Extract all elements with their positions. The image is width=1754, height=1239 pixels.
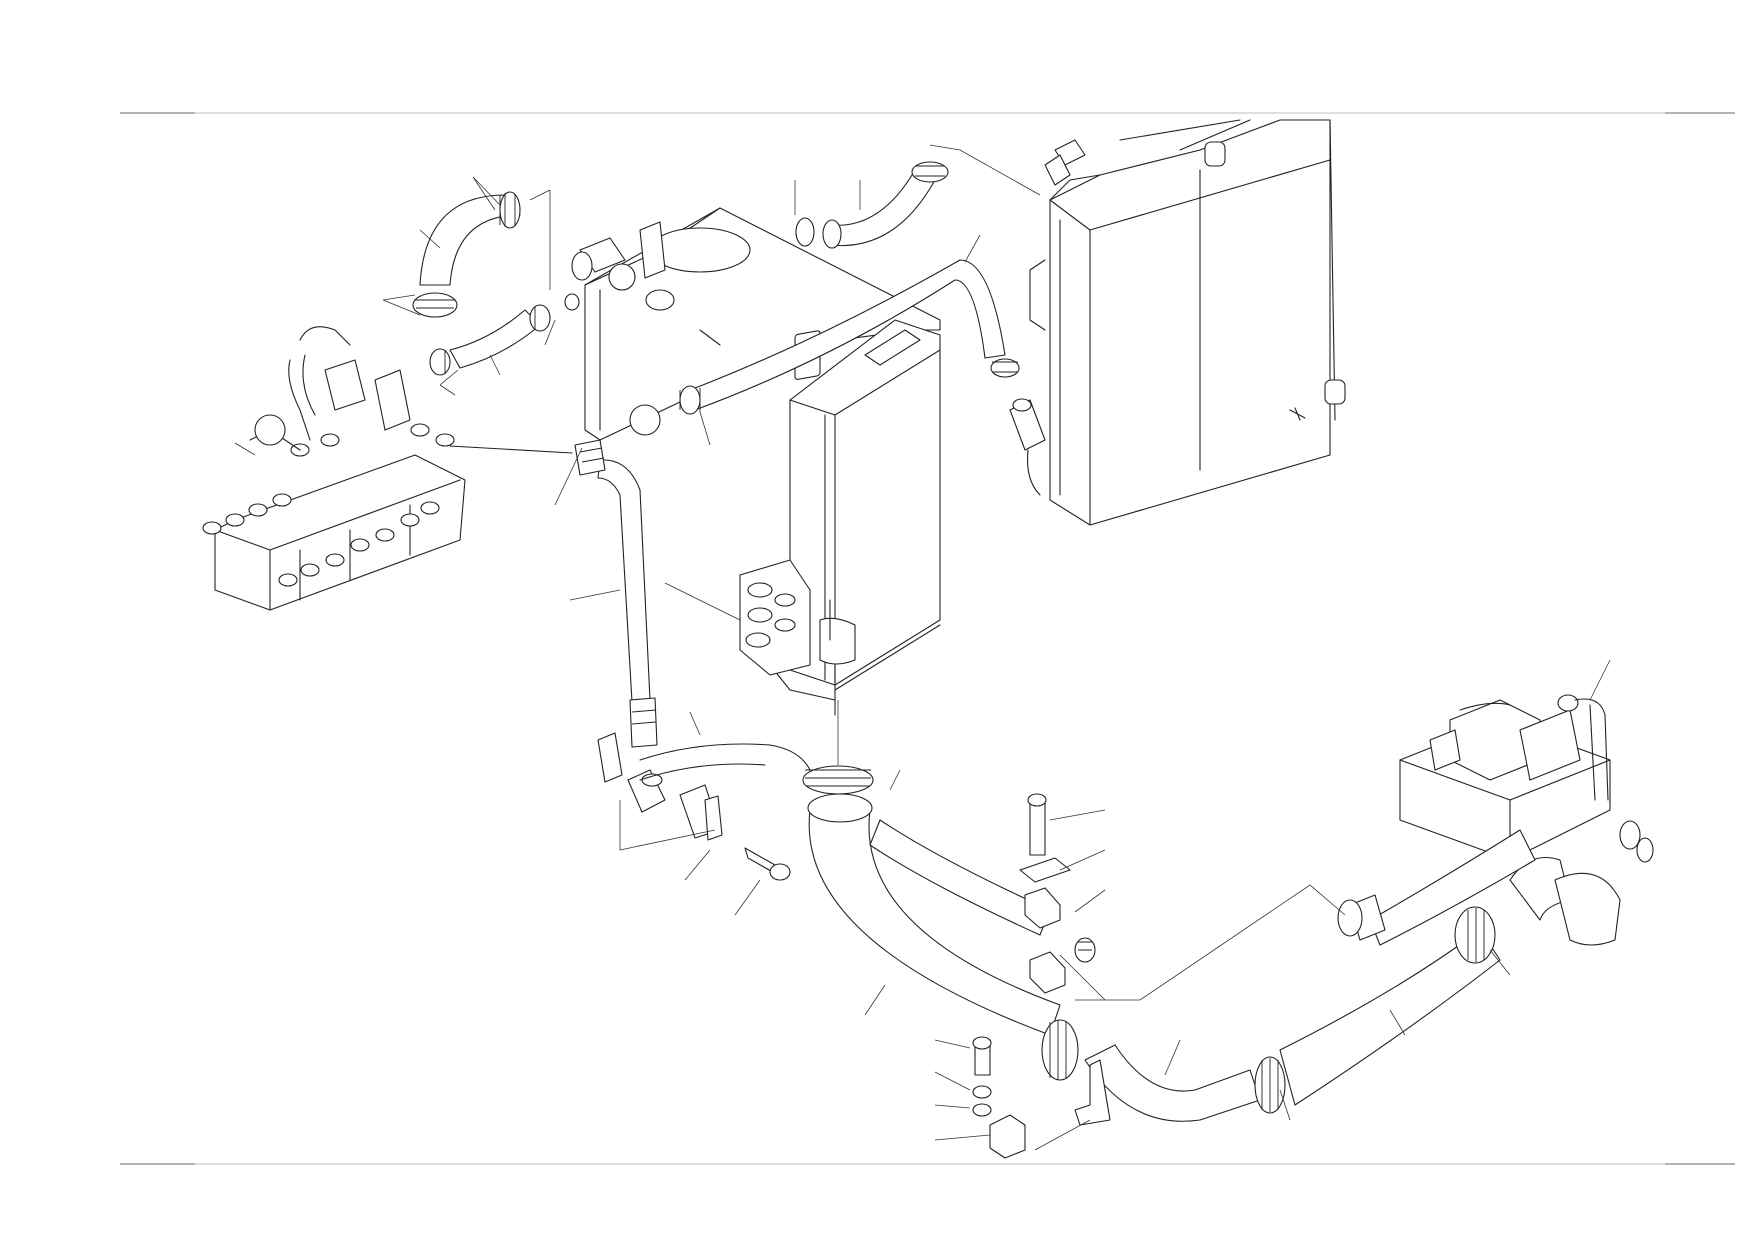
right-clamps	[1454, 906, 1496, 964]
sheet-frame-lines	[120, 112, 1735, 1165]
suction-pipe	[802, 765, 1501, 1126]
valve-spool-caps	[202, 423, 455, 587]
return-hoses	[412, 161, 1046, 496]
hose-clamp-d	[679, 358, 1020, 415]
lower-clamps	[1041, 1019, 1286, 1114]
hydraulic-tank	[571, 207, 941, 441]
callout-leader-lines	[234, 144, 1611, 1151]
pilot-valve-right	[1337, 694, 1654, 946]
control-valve-left	[202, 326, 466, 611]
suction-hose-clamp	[802, 765, 874, 795]
oil-cooler	[739, 319, 941, 716]
clamp-hardware	[254, 404, 1096, 1159]
hose-clamp-b	[429, 304, 551, 376]
hose-clamp-c	[795, 161, 949, 249]
radiator	[1029, 119, 1346, 526]
steel-pipe-hose	[449, 439, 658, 748]
hose-clamp-a	[412, 191, 521, 318]
